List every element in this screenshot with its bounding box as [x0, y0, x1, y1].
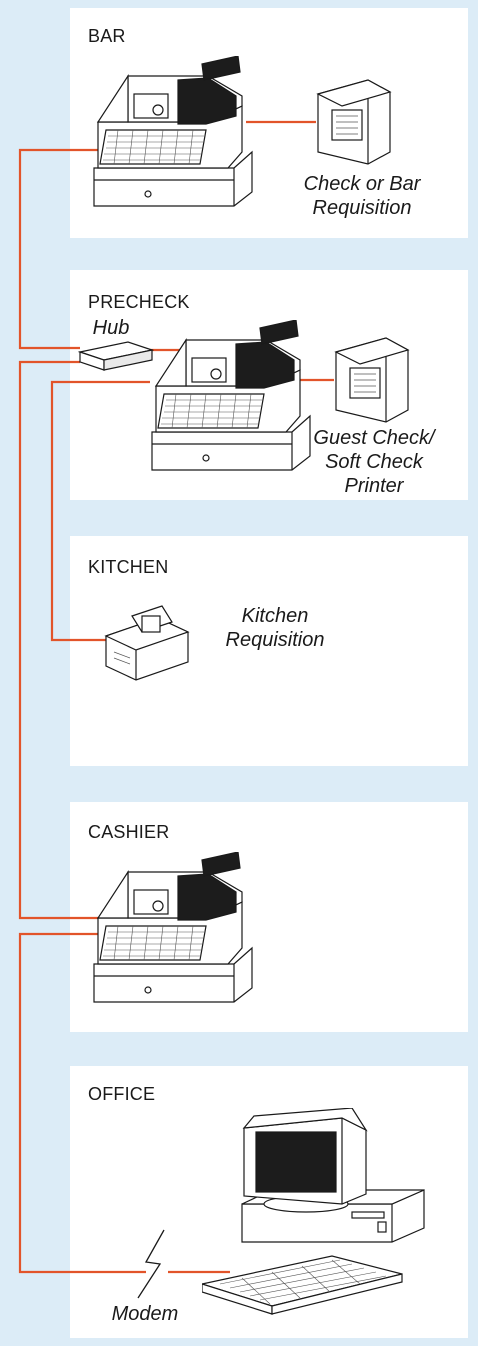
hub-label: Hub: [86, 316, 136, 340]
kitchen-printer-icon: [102, 596, 194, 686]
caption-line: Soft Check: [304, 450, 444, 474]
caption-line: Printer: [304, 474, 444, 498]
cash-register-icon: [146, 320, 316, 490]
cash-register-icon: [88, 852, 258, 1022]
caption-line: Kitchen: [210, 604, 340, 628]
modem-label: Modem: [100, 1302, 190, 1326]
hub-icon: [78, 338, 154, 372]
caption-line: Requisition: [282, 196, 442, 220]
lightning-bolt-icon: [138, 1230, 164, 1298]
caption-line: Requisition: [210, 628, 340, 652]
kitchen-printer-caption: Kitchen Requisition: [210, 604, 340, 652]
bar-printer-caption: Check or Bar Requisition: [282, 172, 442, 220]
caption-line: Guest Check/: [304, 426, 444, 450]
receipt-printer-icon: [330, 330, 414, 426]
receipt-printer-icon: [312, 72, 396, 168]
cash-register-icon: [88, 56, 258, 226]
precheck-printer-caption: Guest Check/ Soft Check Printer: [304, 426, 444, 498]
desktop-computer-icon: [202, 1108, 432, 1324]
caption-line: Check or Bar: [282, 172, 442, 196]
